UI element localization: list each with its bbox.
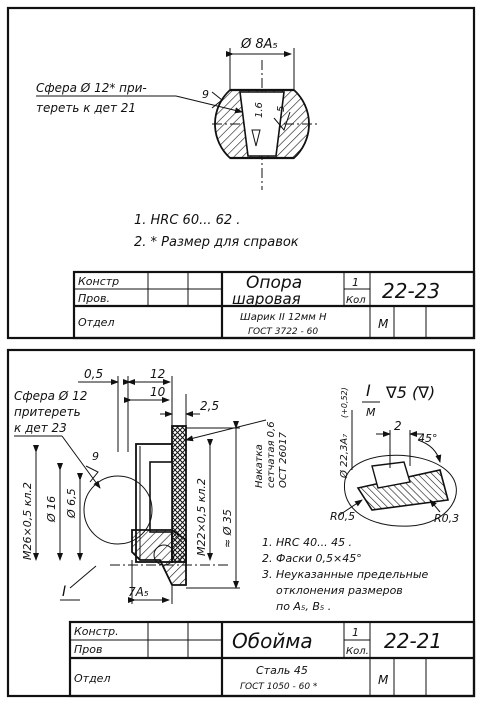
tb2-m: М — [378, 673, 389, 687]
title-block-2: Констр. Пров Отдел Обойма 1 Кол. 22-21 С… — [68, 620, 476, 698]
tb1-material-line-2: ГОСТ 3722 - 60 — [248, 327, 318, 337]
sphere-part: Ø 8A₅ 9 1.6 5 — [202, 37, 320, 190]
tb2-prov: Пров — [74, 643, 102, 656]
callout-line-1: Сфера Ø 12* при- — [36, 81, 147, 95]
detail-tolerance: (+0,52) — [340, 387, 349, 418]
tb2-code: 22-21 — [384, 629, 442, 653]
knurl-note: Накатка сетчатая 0,6 ОСТ 26017 — [185, 419, 289, 488]
diameter-dimension: Ø 8A₅ — [240, 37, 278, 52]
detail-roughness: ∇5 (∇) — [385, 383, 435, 402]
dim-12: 12 — [150, 367, 165, 381]
tb2-material-line-2: ГОСТ 1050 - 60 * — [240, 682, 318, 692]
roughness-9-label-2: 9 — [92, 450, 99, 463]
dim-m26: M26×0,5 кл.2 — [21, 482, 34, 560]
knurl-line-1: Накатка — [254, 444, 265, 488]
detail-dim-45: 45° — [418, 432, 438, 445]
ring-part — [83, 425, 230, 586]
tb1-konstr: Констр — [78, 275, 119, 288]
tb1-material-line-1: Шарик II 12мм Н — [240, 312, 327, 323]
vertical-dimensions: M26×0,5 кл.2 Ø 16 Ø 6,5 M22×0,5 кл.2 ≈ Ø… — [21, 421, 240, 589]
detail-r03: R0,3 — [434, 512, 459, 525]
tb1-code: 22-23 — [382, 279, 440, 303]
sheet-2: 0,5 12 10 2,5 Сфера Ø 12 — [6, 348, 476, 698]
top-dimensions: 0,5 12 10 2,5 — [78, 367, 219, 452]
detail-dim-2: 2 — [394, 419, 402, 433]
tb1-otdel: Отдел — [78, 316, 114, 329]
sphere-callout: Сфера Ø 12* при- тереть к дет 21 — [36, 81, 243, 115]
sphere-callout-2: Сфера Ø 12 притереть к дет 23 9 — [14, 389, 101, 489]
tb2-otdel: Отдел — [74, 672, 110, 685]
note-1: 1. HRC 60... 62 . — [134, 213, 240, 228]
dim-7a5: 7A₅ — [128, 585, 149, 599]
dim-d35: ≈ Ø 35 — [221, 509, 234, 548]
tb1-m: М — [378, 317, 389, 331]
tb1-name-line-2: шаровая — [232, 290, 301, 308]
detail-r05: R0,5 — [330, 510, 355, 523]
dim-d16: Ø 16 — [45, 496, 58, 523]
callout2-line-3: к дет 23 — [14, 421, 67, 435]
sheet-1: Ø 8A₅ 9 1.6 5 Сфера Ø 12* при- тереть к … — [6, 6, 476, 340]
dim-m22: M22×0,5 кл.2 — [195, 478, 208, 556]
roughness-16-label: 1.6 — [254, 102, 265, 118]
bottom-dimensions: 7A₅ I — [60, 560, 173, 604]
dim-d65: Ø 6,5 — [65, 488, 78, 519]
dim-25: 2,5 — [200, 399, 219, 413]
knurl-line-2: сетчатая 0,6 — [266, 421, 277, 488]
tb2-name: Обойма — [232, 629, 313, 653]
section-mark: I — [62, 584, 66, 600]
note2-1: 1. HRC 40... 45 . — [262, 536, 352, 549]
note2-3c: по A₅, B₅ . — [276, 600, 331, 613]
note2-3a: 3. Неуказанные предельные — [262, 568, 429, 581]
title-block-1: Констр Пров. Отдел Опора шаровая 1 Кол 2… — [72, 270, 476, 340]
knurl-line-3: ОСТ 26017 — [278, 431, 289, 488]
roughness-5-label: 5 — [276, 106, 287, 112]
tb2-kol: Кол. — [346, 646, 369, 657]
detail-d22: Ø 22,3A₇ — [338, 434, 350, 479]
tb1-kol: Кол — [346, 295, 366, 306]
tb2-qty: 1 — [352, 626, 359, 639]
tb2-konstr: Констр. — [74, 625, 119, 638]
note2-2: 2. Фаски 0,5×45° — [262, 552, 362, 565]
callout2-line-1: Сфера Ø 12 — [14, 389, 87, 403]
detail-title: I — [366, 381, 371, 400]
tb1-prov: Пров. — [78, 292, 110, 305]
roughness-9-label: 9 — [202, 88, 209, 101]
dim-05: 0,5 — [84, 367, 103, 381]
callout-line-2: тереть к дет 21 — [36, 101, 136, 115]
note2-3b: отклонения размеров — [276, 584, 403, 597]
note-2: 2. * Размер для справок — [134, 235, 299, 250]
detail-scale: M — [366, 406, 376, 419]
tb2-material-line-1: Сталь 45 — [256, 664, 308, 677]
tb1-qty: 1 — [352, 276, 359, 289]
tb1-name-line-1: Опора — [246, 273, 302, 293]
callout2-line-2: притереть — [14, 405, 81, 419]
dim-10: 10 — [150, 385, 166, 399]
detail-view: I M ∇5 (∇) 2 45° Ø 22,3A₇ (+0,52) R0,5 R… — [330, 381, 459, 527]
